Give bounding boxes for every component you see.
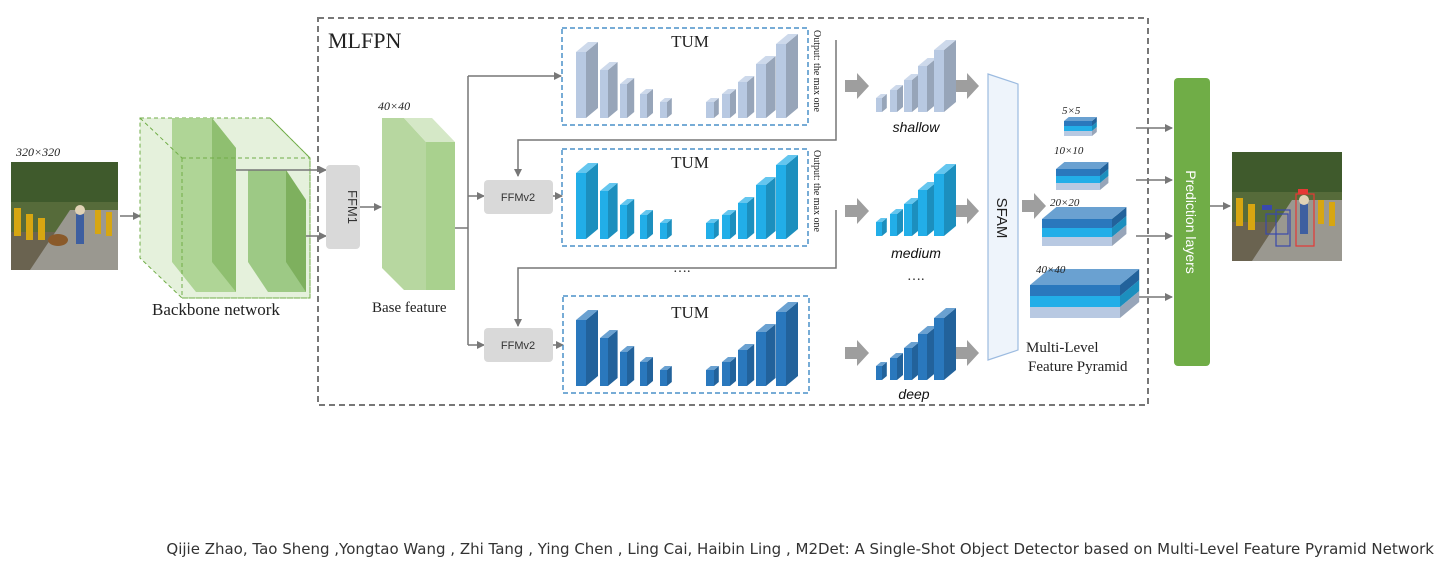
output-note-2: Output: the max one — [811, 150, 822, 232]
level-feature-blocks — [876, 40, 956, 380]
tum-medium-decoder-block-2 — [722, 210, 736, 239]
pyramid-10x10-layer-3 — [1056, 162, 1109, 176]
tum-deep-decoder-block-2 — [722, 357, 736, 386]
tum-deep-encoder-block-2 — [600, 330, 618, 386]
tum-shallow-encoder-block-3 — [620, 78, 635, 118]
backbone-network — [139, 117, 311, 299]
pyramid-size-40: 40×40 — [1036, 264, 1066, 276]
tum-deep-decoder-block-5 — [776, 302, 798, 386]
ffm1-label: FFM1 — [345, 190, 360, 224]
ffmv2-box-1 — [484, 180, 553, 214]
pyramid-label-line2: Feature Pyramid — [1028, 359, 1128, 375]
tum-medium-encoder-block-5 — [660, 219, 672, 239]
tum-blocks — [576, 34, 798, 386]
tum-shallow-decoder-block-4 — [756, 56, 776, 118]
tum-box-shallow — [561, 27, 809, 126]
level-ellipsis: …. — [907, 269, 925, 284]
ellipsis-between-tums: …. — [673, 261, 691, 276]
tum-medium-encoder-block-4 — [640, 210, 653, 239]
tum-shallow-decoder-block-3 — [738, 76, 755, 118]
tum-label-2: TUM — [671, 153, 709, 172]
tum-deep-encoder-block-5 — [660, 366, 672, 386]
level-deep-block-3 — [904, 342, 920, 380]
tum-medium-decoder-block-5 — [776, 155, 798, 239]
tum-medium-decoder-block-4 — [756, 177, 776, 239]
level-label-deep: deep — [898, 386, 929, 402]
tum-deep-decoder-block-4 — [756, 324, 776, 386]
tum-shallow-decoder-block-1 — [706, 98, 719, 118]
tum-label-3: TUM — [671, 303, 709, 322]
level-deep-block-2 — [890, 353, 903, 380]
tum-medium-encoder-block-1 — [576, 163, 598, 239]
tum-deep-encoder-block-1 — [576, 310, 598, 386]
output-note-1: Output: the max one — [811, 30, 822, 112]
tum-shallow-decoder-block-2 — [722, 89, 736, 118]
pyramid-20x20-layer-3 — [1042, 207, 1127, 228]
tum-box-medium — [561, 148, 809, 247]
tum-shallow-encoder-block-5 — [660, 98, 672, 118]
level-shallow-block-4 — [918, 58, 937, 112]
mlfpn-title: MLFPN — [328, 28, 401, 53]
tum-shallow-encoder-block-2 — [600, 62, 618, 118]
level-deep-block-1 — [876, 362, 887, 380]
level-shallow-block-1 — [876, 94, 887, 112]
thick-arrows — [845, 73, 1046, 366]
backbone-label: Backbone network — [152, 300, 280, 319]
input-size-label: 320×320 — [15, 145, 60, 159]
level-shallow-block-3 — [904, 74, 920, 112]
prediction-layers-bar — [1174, 78, 1210, 366]
tum-deep-encoder-block-4 — [640, 357, 653, 386]
level-medium-block-2 — [890, 209, 903, 236]
sfam-label: SFAM — [993, 198, 1010, 239]
ffm1-box — [326, 165, 360, 249]
level-deep-block-4 — [918, 326, 937, 380]
mlfpn-container — [317, 17, 1149, 406]
pyramid-size-10: 10×10 — [1054, 145, 1084, 157]
level-medium-block-5 — [934, 164, 956, 236]
level-deep-block-5 — [934, 308, 956, 380]
ffmv2-box-2 — [484, 328, 553, 362]
tum-shallow-encoder-block-4 — [640, 89, 653, 118]
base-feature-size: 40×40 — [378, 99, 410, 113]
tum-deep-encoder-block-3 — [620, 346, 635, 386]
pyramid-40x40-layer-3 — [1030, 269, 1140, 296]
multi-level-feature-pyramid — [1030, 117, 1140, 318]
base-feature-block — [382, 118, 455, 290]
level-label-shallow: shallow — [893, 119, 941, 135]
level-label-medium: medium — [891, 245, 941, 261]
pyramid-5x5-layer-3 — [1064, 117, 1097, 126]
base-feature-label: Base feature — [372, 300, 447, 316]
tum-box-deep — [562, 295, 810, 394]
tum-medium-decoder-block-3 — [738, 197, 755, 239]
tum-deep-decoder-block-3 — [738, 344, 755, 386]
tum-medium-encoder-block-2 — [600, 183, 618, 239]
pyramid-label-line1: Multi-Level — [1026, 340, 1098, 356]
tum-medium-decoder-block-1 — [706, 219, 719, 239]
input-image — [11, 162, 118, 270]
tum-shallow-decoder-block-5 — [776, 34, 798, 118]
level-shallow-block-5 — [934, 40, 956, 112]
prediction-layers-label: Prediction layers — [1183, 170, 1199, 274]
output-image — [1232, 152, 1342, 261]
level-medium-block-3 — [904, 198, 920, 236]
tum-medium-encoder-block-3 — [620, 199, 635, 239]
pyramid-size-20: 20×20 — [1050, 197, 1080, 209]
level-medium-block-1 — [876, 218, 887, 236]
connector-arrows — [120, 40, 1231, 349]
pyramid-size-5: 5×5 — [1062, 105, 1081, 117]
ffmv2-label-2: FFMv2 — [501, 340, 535, 352]
citation-text: Qijie Zhao, Tao Sheng ,Yongtao Wang , Zh… — [166, 540, 1434, 558]
tum-deep-decoder-block-1 — [706, 366, 719, 386]
tum-shallow-encoder-block-1 — [576, 42, 598, 118]
sfam-block — [987, 73, 1019, 361]
ffmv2-label-1: FFMv2 — [501, 192, 535, 204]
level-shallow-block-2 — [890, 85, 903, 112]
level-medium-block-4 — [918, 182, 937, 236]
tum-label-1: TUM — [671, 32, 709, 51]
